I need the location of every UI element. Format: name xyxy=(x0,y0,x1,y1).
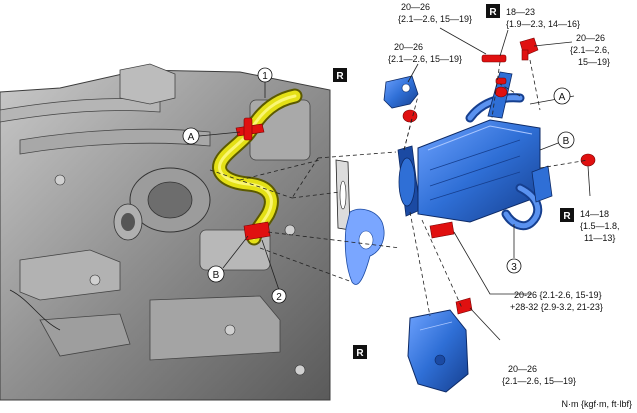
replace-marker-right: R xyxy=(560,208,574,222)
torque-left-bracket-line1: 20—26 xyxy=(394,42,423,52)
callout-B-left-label: B xyxy=(213,270,220,281)
callout-2-label: 2 xyxy=(276,292,282,303)
torque-label-right-top: 20—26 {2.1—2.6, 15—19} xyxy=(570,33,610,67)
torque-label-bolt: 20-26 {2.1-2.6, 15-19} +28-32 {2.9-3.2, … xyxy=(510,290,603,312)
torque-bolt-line2: +28-32 {2.9-3.2, 21-23} xyxy=(510,302,603,312)
gasket-upper xyxy=(335,159,351,231)
callout-B-right: B xyxy=(557,131,575,149)
callout-A-right-label: A xyxy=(559,92,566,103)
callout-1-label: 1 xyxy=(262,71,268,82)
torque-label-left-bracket: 20—26 {2.1—2.6, 15—19} xyxy=(388,42,462,64)
replace-marker-gasket-lower-label: R xyxy=(356,348,364,359)
engine-block xyxy=(0,63,331,401)
gasket-lower xyxy=(344,208,385,285)
fastener-bolt-pipe-upper xyxy=(235,117,265,141)
callout-3: 3 xyxy=(506,258,522,274)
torque-bottom-line2: {2.1—2.6, 15—19} xyxy=(502,376,576,386)
replace-marker-center-label: R xyxy=(489,7,497,18)
torque-label-upper-left: 20—26 {2.1—2.6, 15—19} xyxy=(398,2,472,24)
callout-A-right: A xyxy=(553,87,571,105)
egr-cooler xyxy=(397,71,553,231)
replace-marker-right-label: R xyxy=(563,211,571,222)
leader-lines xyxy=(198,27,591,341)
torque-label-center: 18—23 {1.9—2.3, 14—16} xyxy=(506,7,580,29)
torque-bottom-line1: 20—26 xyxy=(508,364,537,374)
torque-right-mid-line1: 14—18 xyxy=(580,209,609,219)
torque-bolt-line1: 20-26 {2.1-2.6, 15-19} xyxy=(514,290,602,300)
callout-B-right-label: B xyxy=(563,136,570,147)
replace-marker-gasket-upper: R xyxy=(333,68,347,82)
torque-right-top-line2: {2.1—2.6, xyxy=(570,45,610,55)
alignment-lines xyxy=(209,59,589,317)
fastener-bolt-bottom-bracket xyxy=(455,297,473,315)
torque-upper-left-line1: 20—26 xyxy=(401,2,430,12)
torque-right-mid-line3: 11—13} xyxy=(584,233,615,243)
torque-label-right-mid: 14—18 {1.5—1.8, 11—13} xyxy=(580,209,620,243)
replace-marker-gasket-upper-label: R xyxy=(336,71,344,82)
callout-A-left-label: A xyxy=(188,132,195,143)
fastener-stud-center xyxy=(481,54,508,98)
torque-upper-left-line2: {2.1—2.6, 15—19} xyxy=(398,14,472,24)
fastener-bolt-cooler-lower xyxy=(429,221,455,239)
lower-bracket xyxy=(407,309,469,393)
torque-left-bracket-line2: {2.1—2.6, 15—19} xyxy=(388,54,462,64)
fastener-bolt-right-top xyxy=(519,37,539,61)
replace-marker-gasket-lower: R xyxy=(353,345,367,359)
torque-right-mid-line2: {1.5—1.8, xyxy=(580,221,620,231)
torque-center-line1: 18—23 xyxy=(506,7,535,17)
replace-marker-center: R xyxy=(486,4,500,18)
callout-1: 1 xyxy=(257,67,273,83)
fastener-nut-bracket xyxy=(402,109,418,123)
torque-right-top-line1: 20—26 xyxy=(576,33,605,43)
torque-right-top-line3: 15—19} xyxy=(578,57,610,67)
upper-bracket xyxy=(383,75,419,109)
callout-A-left: A xyxy=(182,127,200,145)
fastener-nut-right-mid xyxy=(580,153,596,167)
egr-pipe xyxy=(212,88,303,246)
torque-center-line2: {1.9—2.3, 14—16} xyxy=(506,19,580,29)
units-note: N·m {kgf·m, ft·lbf} xyxy=(561,399,632,409)
callout-2: 2 xyxy=(271,288,287,304)
callout-B-left: B xyxy=(207,265,225,283)
fastener-bolt-pipe-lower xyxy=(243,221,271,241)
torque-label-bottom: 20—26 {2.1—2.6, 15—19} xyxy=(502,364,576,386)
callout-3-label: 3 xyxy=(511,262,517,273)
